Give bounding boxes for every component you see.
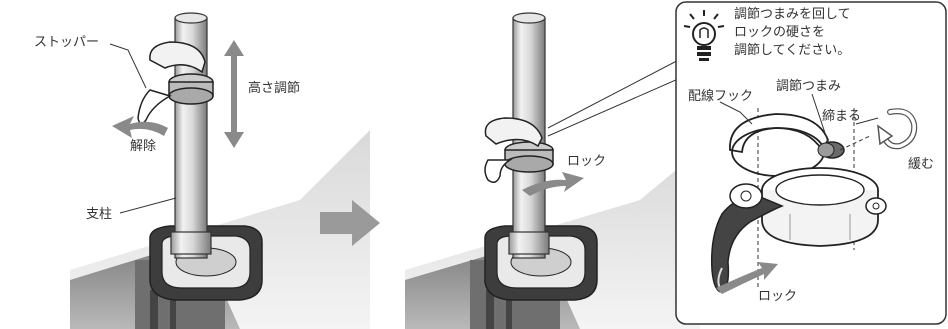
pole-label: 支柱 [86,207,112,222]
release-label: 解除 [130,139,156,154]
tip-line-1: 調節つまみを回して [734,7,851,22]
tip-line-2: ロックの硬さを [734,25,825,40]
middle-assembly: ロック [405,13,700,329]
stopper-label: ストッパー [34,35,99,50]
knob-label: 調節つまみ [776,79,841,94]
loosen-label: 緩む [908,157,934,172]
height-adjust-arrow [224,40,244,148]
stopper-leader [110,44,146,88]
lock-label-middle: ロック [567,154,606,169]
tighten-label: 締まる [822,108,861,124]
pole-leader [120,198,176,213]
cable-hook-label: 配線フック [688,88,753,104]
lock-label-detail: ロック [758,289,797,304]
height-adjust-label: 高さ調節 [248,80,300,96]
stopper-lever [138,90,170,124]
tip-line-3: 調節してください。 [734,43,850,58]
detail-panel: 調節つまみを回して ロックの硬さを 調節してください。 [676,2,946,324]
left-assembly: ストッパー 解除 高さ調節 支柱 [34,13,370,329]
